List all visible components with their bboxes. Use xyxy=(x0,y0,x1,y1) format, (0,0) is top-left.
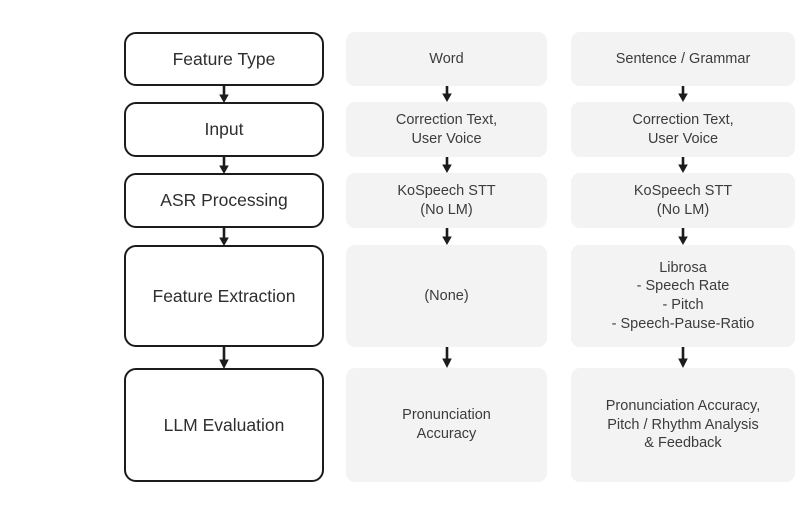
arrow-down-icon xyxy=(217,156,231,174)
arrow-down-icon xyxy=(440,157,454,173)
arrow-down-icon xyxy=(217,85,231,103)
arrow-down-icon xyxy=(217,346,231,369)
node-word-evaluation[interactable]: Pronunciation Accuracy xyxy=(346,368,547,482)
arrow-down-icon xyxy=(676,157,690,173)
node-input[interactable]: Input xyxy=(124,102,324,157)
node-llm-evaluation[interactable]: LLM Evaluation xyxy=(124,368,324,482)
column-stage-labels: Feature Type Input ASR Processing Featur… xyxy=(124,0,324,513)
node-word-features[interactable]: (None) xyxy=(346,245,547,347)
arrow-down-icon xyxy=(440,228,454,245)
node-feature-extraction[interactable]: Feature Extraction xyxy=(124,245,324,347)
node-word-type[interactable]: Word xyxy=(346,32,547,86)
node-word-asr[interactable]: KoSpeech STT (No LM) xyxy=(346,173,547,228)
arrow-down-icon xyxy=(676,86,690,102)
node-sentence-features[interactable]: Librosa - Speech Rate - Pitch - Speech-P… xyxy=(571,245,795,347)
node-asr-processing[interactable]: ASR Processing xyxy=(124,173,324,228)
node-sentence-evaluation[interactable]: Pronunciation Accuracy, Pitch / Rhythm A… xyxy=(571,368,795,482)
arrow-down-icon xyxy=(676,228,690,245)
node-word-input[interactable]: Correction Text, User Voice xyxy=(346,102,547,157)
node-sentence-type[interactable]: Sentence / Grammar xyxy=(571,32,795,86)
arrow-down-icon xyxy=(440,86,454,102)
column-word: Word Correction Text, User Voice KoSpeec… xyxy=(346,0,547,513)
node-sentence-input[interactable]: Correction Text, User Voice xyxy=(571,102,795,157)
column-sentence-grammar: Sentence / Grammar Correction Text, User… xyxy=(571,0,795,513)
arrow-down-icon xyxy=(440,347,454,368)
arrow-down-icon xyxy=(217,227,231,246)
node-feature-type[interactable]: Feature Type xyxy=(124,32,324,86)
arrow-down-icon xyxy=(676,347,690,368)
node-sentence-asr[interactable]: KoSpeech STT (No LM) xyxy=(571,173,795,228)
